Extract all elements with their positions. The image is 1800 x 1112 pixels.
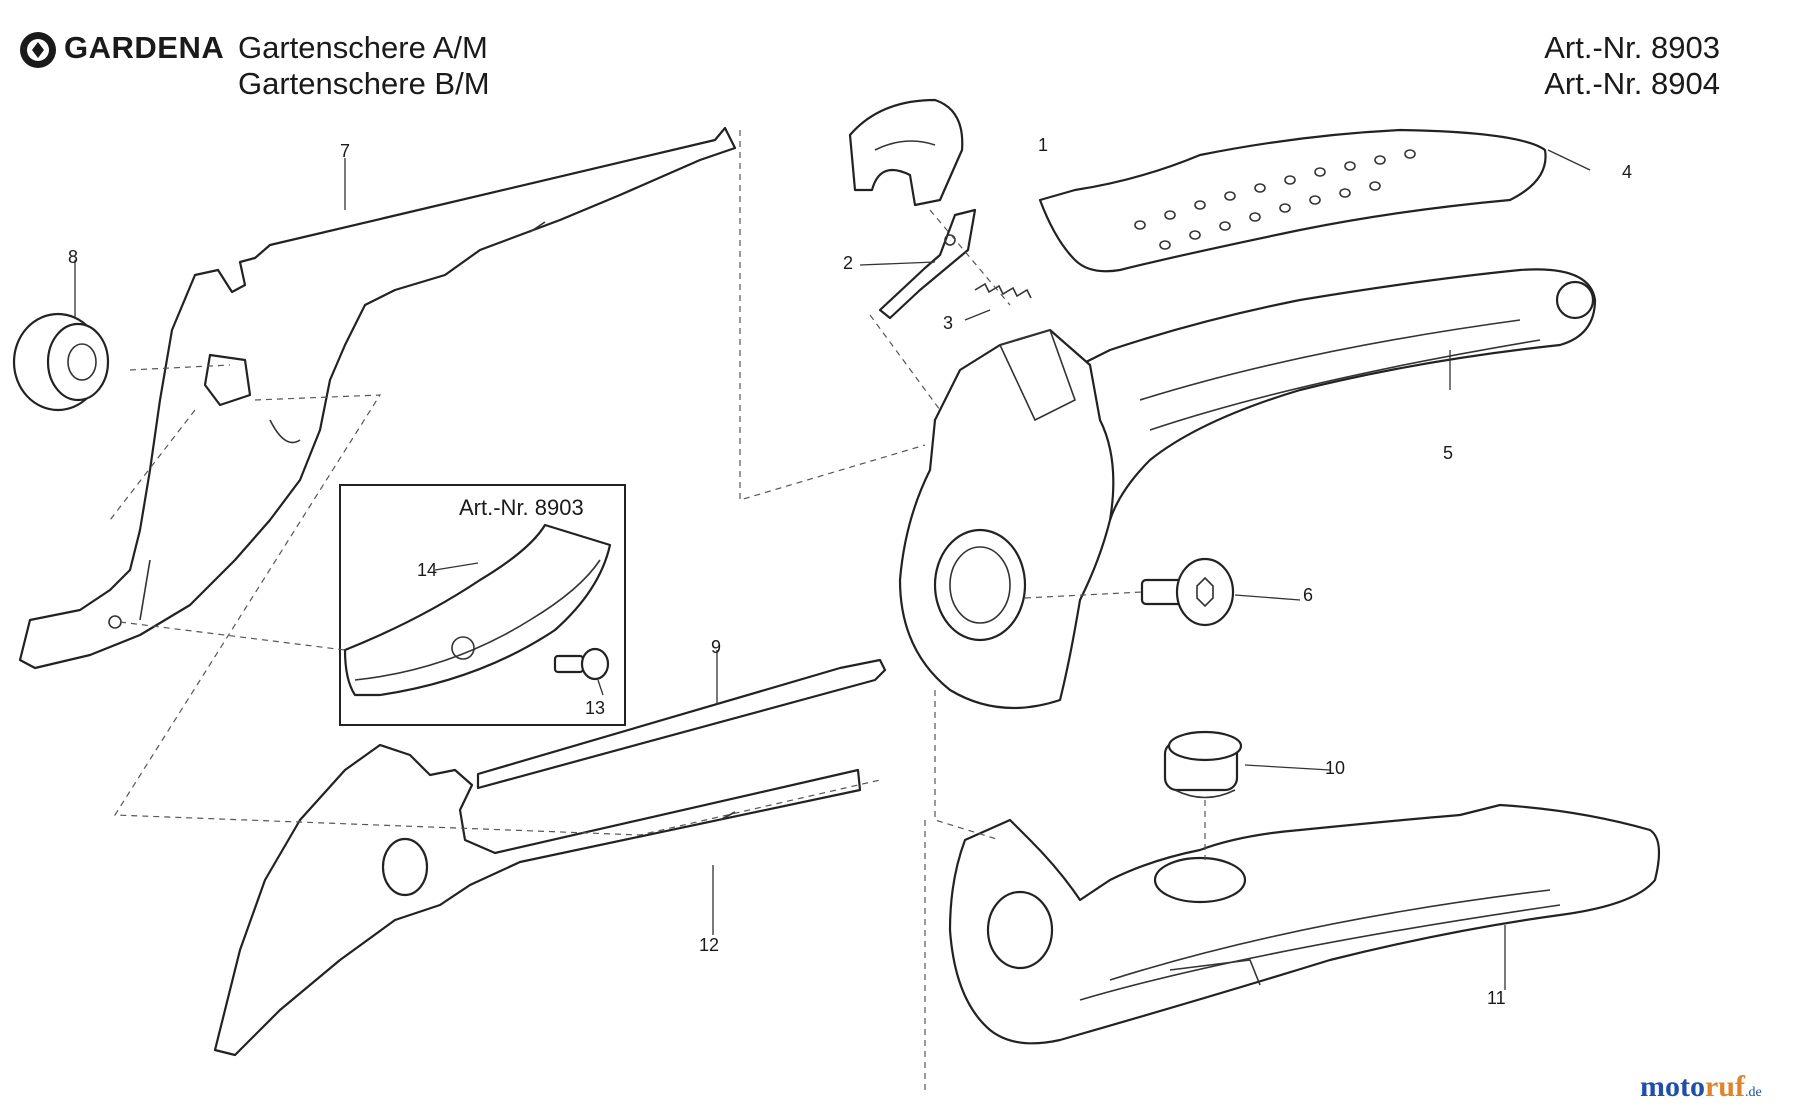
article-number-2: Art.-Nr. 8904 (1544, 66, 1720, 101)
part-14-anvil (343, 523, 612, 697)
part-label-2: 2 (843, 253, 854, 273)
article-number-1: Art.-Nr. 8903 (1544, 30, 1720, 65)
brand-name: GARDENA (64, 30, 225, 65)
part-1-cap (848, 98, 964, 207)
part-6-pivot-screw (1140, 557, 1235, 627)
part-label-14: 14 (417, 560, 438, 580)
part-label-5: 5 (1443, 443, 1454, 463)
part-4-grip-cover (1038, 128, 1547, 273)
title-line-1: Gartenschere A/M (238, 30, 488, 65)
part-label-1: 1 (1038, 135, 1049, 155)
part-label-3: 3 (943, 313, 954, 333)
part-3-spring (974, 282, 1032, 299)
part-label-9: 9 (711, 637, 722, 657)
part-label-6: 6 (1303, 585, 1314, 605)
part-9-strip (476, 658, 887, 790)
part-label-13: 13 (585, 698, 606, 718)
part-label-12: 12 (699, 935, 720, 955)
pivot-head (898, 328, 1115, 710)
watermark-part-a: moto (1640, 1070, 1705, 1103)
part-label-8: 8 (68, 247, 79, 267)
part-13-screw (553, 647, 610, 681)
gardena-logo-icon (20, 32, 56, 68)
inset-article-number: Art.-Nr. 8903 (459, 495, 584, 520)
part-label-11: 11 (1487, 988, 1506, 1008)
inset-box (339, 484, 626, 726)
title-line-2: Gartenschere B/M (238, 66, 490, 101)
part-12-lower-blade (213, 743, 862, 1057)
watermark: motoruf.de (1640, 1070, 1762, 1104)
watermark-part-c: .de (1744, 1085, 1762, 1100)
part-label-4: 4 (1622, 162, 1633, 182)
watermark-part-b: ruf (1704, 1070, 1745, 1103)
part-label-10: 10 (1325, 758, 1346, 778)
part-7-upper-blade (18, 126, 737, 670)
part-8-nut (12, 312, 110, 412)
part-label-7: 7 (340, 141, 351, 161)
part-11-lower-handle (948, 803, 1661, 1045)
part-10-adjusting-nut (1163, 730, 1243, 799)
